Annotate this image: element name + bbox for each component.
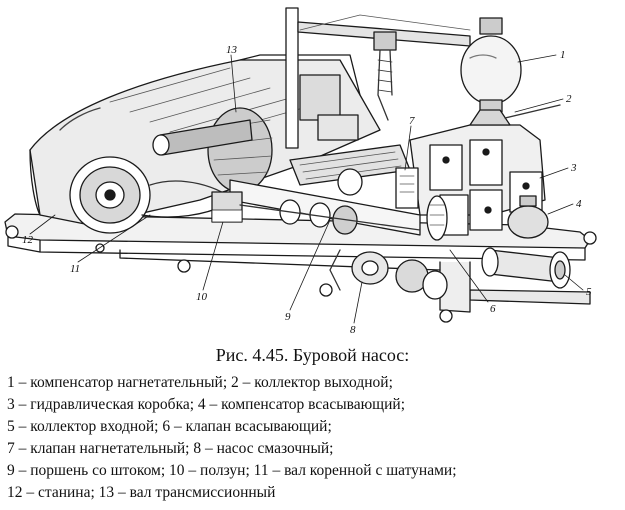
- callout-1: 1: [560, 49, 566, 61]
- legend-line: 12 – станина; 13 – вал трансмиссионный: [7, 484, 276, 501]
- legend-line: 1 – компенсатор нагнетательный; 2 – колл…: [7, 374, 393, 391]
- crane-column: [285, 7, 471, 149]
- legend-line: 7 – клапан нагнетательный; 8 – насос сма…: [7, 440, 334, 457]
- nameplate: [211, 209, 243, 223]
- lube-pump: [329, 249, 448, 300]
- callout-4: 4: [576, 198, 582, 210]
- callout-7: 7: [409, 115, 415, 127]
- callout-5: 5: [586, 286, 592, 298]
- callout-labels: 1 2 3 4 5 6 7 8 9 10 11 12 13: [22, 44, 592, 336]
- pump-illustration: 1 2 3 4 5 6 7 8 9 10 11 12 13: [4, 7, 597, 336]
- figure-caption-title: Рис. 4.45. Буровой насос:: [215, 345, 410, 365]
- discharge-compensator: [460, 17, 522, 113]
- inlet-manifold: [481, 247, 571, 289]
- crankshaft: [69, 107, 273, 234]
- callout-6: 6: [490, 303, 496, 315]
- leader-lines: [29, 54, 584, 324]
- transmission-shaft: [152, 119, 253, 156]
- pump-drawing: 1 2 3 4 5 6 7 8 9 10 11 12 13: [4, 7, 597, 336]
- callout-2: 2: [566, 93, 572, 105]
- callout-12: 12: [22, 234, 34, 246]
- callout-3: 3: [570, 162, 577, 174]
- callout-10: 10: [196, 291, 208, 303]
- suction-compensator: [507, 195, 549, 239]
- callout-8: 8: [350, 324, 356, 336]
- callout-13: 13: [226, 44, 238, 56]
- figure-legend: 1 – компенсатор нагнетательный; 2 – колл…: [7, 372, 622, 504]
- hydraulic-boxes: [409, 104, 561, 236]
- legend-line: 3 – гидравлическая коробка; 4 – компенса…: [7, 396, 406, 413]
- callout-11: 11: [70, 263, 80, 275]
- base-frame: [4, 213, 597, 323]
- valves: [395, 167, 448, 241]
- legend-line: 5 – коллектор входной; 6 – клапан всасыв…: [7, 418, 332, 435]
- callout-9: 9: [285, 311, 291, 323]
- legend-line: 9 – поршень со штоком; 10 – ползун; 11 –…: [7, 462, 457, 479]
